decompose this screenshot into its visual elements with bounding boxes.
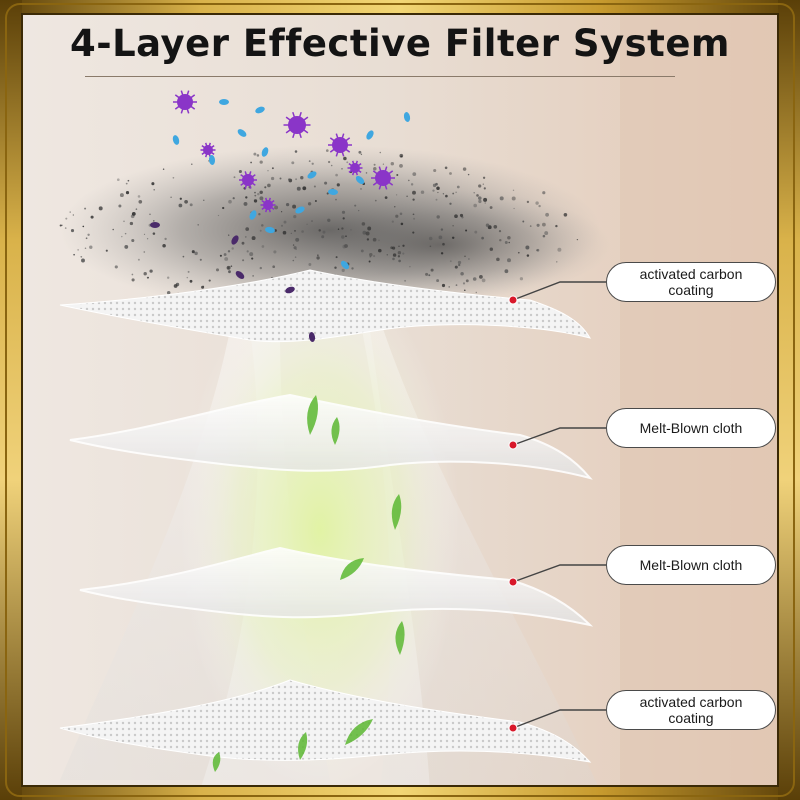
leaf-icon	[391, 494, 402, 530]
page-title: 4-Layer Effective Filter System	[70, 22, 730, 65]
virus-icon	[239, 171, 257, 189]
bacteria-icon	[219, 99, 229, 105]
virus-icon	[283, 111, 311, 139]
filter-layer-melt-blown-2	[79, 546, 594, 627]
filter-layer-activated-carbon-bottom	[59, 679, 592, 763]
bacteria-icon	[403, 112, 411, 122]
callout-connectors	[508, 281, 606, 733]
bacteria-icon	[235, 271, 245, 279]
bacteria-icon	[255, 106, 265, 114]
callout-melt-blown-2: Melt-Blown cloth	[606, 545, 776, 585]
filter-layer-melt-blown-1	[69, 393, 593, 480]
bacteria-icon	[328, 188, 338, 196]
bacteria-icon	[172, 135, 180, 145]
callout-melt-blown-1: Melt-Blown cloth	[606, 408, 776, 448]
bacteria-icon	[261, 147, 269, 157]
title-underline	[85, 76, 675, 77]
callout-label: coating	[668, 282, 714, 298]
callout-activated-carbon-top: activated carbon coating	[606, 262, 776, 302]
leaf-icon	[340, 558, 364, 580]
marker-dot	[508, 723, 518, 733]
leaf-icon	[307, 395, 318, 435]
virus-icon	[328, 133, 352, 157]
leaf-icon	[212, 752, 221, 772]
leaves	[212, 395, 405, 772]
marker-dot	[508, 577, 518, 587]
marker-dot	[508, 440, 518, 450]
bacteria-icon	[231, 235, 239, 245]
callout-label: coating	[668, 710, 714, 726]
germs	[150, 90, 411, 342]
clean-air-glow	[180, 270, 460, 790]
callout-label: activated carbon	[639, 694, 743, 710]
bacteria-icon	[340, 260, 350, 270]
leaf-icon	[298, 732, 308, 760]
bacteria-icon	[307, 171, 317, 179]
bacteria-icon	[150, 222, 160, 228]
bacteria-icon	[249, 210, 257, 220]
virus-icon	[200, 142, 216, 158]
callout-label: activated carbon	[639, 266, 743, 282]
bacteria-icon	[308, 332, 316, 342]
bacteria-icon	[237, 129, 247, 137]
bacteria-icon	[295, 206, 305, 214]
virus-icon	[371, 166, 395, 190]
bacteria-icon	[355, 175, 365, 185]
marker-dot	[508, 295, 518, 305]
callout-activated-carbon-bottom: activated carbon coating	[606, 690, 776, 730]
bacteria-icon	[366, 130, 374, 140]
virus-icon	[173, 90, 197, 114]
bacteria-icon	[208, 155, 216, 165]
callout-label: Melt-Blown cloth	[639, 420, 743, 436]
filter-layer-activated-carbon-top	[59, 269, 592, 343]
leaf-icon	[345, 719, 373, 745]
leaf-icon	[395, 621, 405, 655]
callout-label: Melt-Blown cloth	[639, 557, 743, 573]
virus-icon	[347, 160, 363, 176]
virus-icon	[260, 197, 276, 213]
leaf-icon	[331, 417, 340, 445]
bacteria-icon	[285, 286, 295, 294]
bacteria-icon	[265, 226, 275, 234]
